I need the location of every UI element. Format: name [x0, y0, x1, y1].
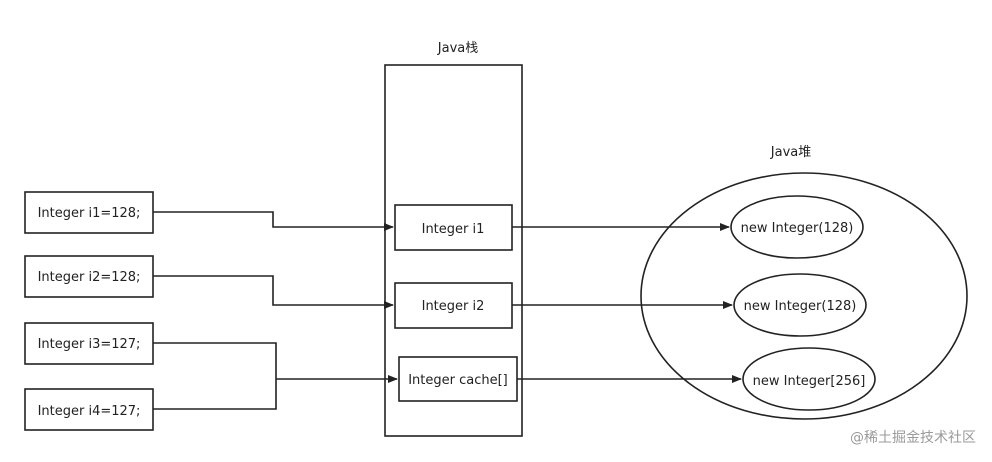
- bracket-i3-i4: [153, 342, 277, 410]
- declaration-label: Integer i1=128;: [38, 206, 141, 221]
- stack-item-cache: Integer cache[]: [398, 356, 518, 402]
- heap-object-label: new Integer(128): [744, 299, 857, 314]
- declaration-label: Integer i2=128;: [38, 270, 141, 285]
- declaration-box-i4: Integer i4=127;: [24, 388, 154, 431]
- stack-item-label: Integer i1: [422, 222, 485, 237]
- heap-object-1: new Integer(128): [730, 195, 864, 259]
- declaration-label: Integer i4=127;: [38, 404, 141, 419]
- stack-title: Java栈: [437, 41, 478, 56]
- declaration-label: Integer i3=127;: [38, 337, 141, 352]
- stack-item-i2: Integer i2: [394, 282, 513, 329]
- heap-object-2: new Integer(128): [733, 273, 867, 337]
- stack-item-i1: Integer i1: [394, 204, 513, 251]
- arrow-i2-to-stack: [153, 275, 394, 309]
- stack-item-label: Integer cache[]: [408, 373, 508, 388]
- arrow-i1-to-stack: [153, 211, 394, 231]
- declaration-box-i2: Integer i2=128;: [24, 255, 154, 298]
- heap-object-label: new Integer[256]: [753, 374, 866, 389]
- heap-object-label: new Integer(128): [741, 221, 854, 236]
- heap-object-3: new Integer[256]: [742, 347, 876, 411]
- heap-title: Java堆: [770, 145, 811, 160]
- declaration-box-i1: Integer i1=128;: [24, 191, 154, 234]
- stack-item-label: Integer i2: [422, 299, 485, 314]
- declaration-box-i3: Integer i3=127;: [24, 322, 154, 365]
- watermark: @稀土掘金技术社区: [850, 430, 976, 446]
